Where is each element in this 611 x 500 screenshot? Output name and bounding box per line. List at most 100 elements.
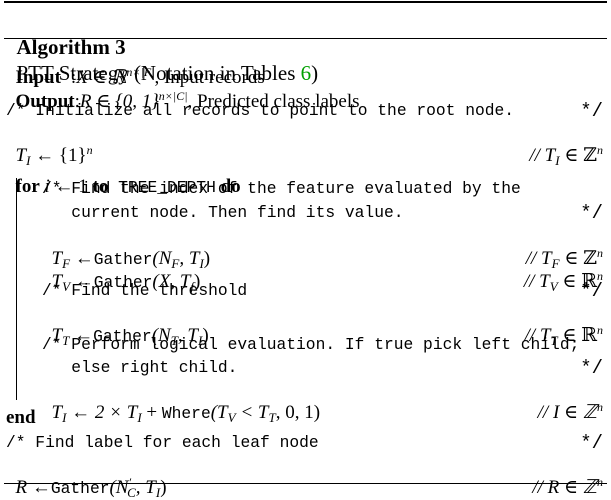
tt-args-rest: , T	[177, 325, 198, 346]
tt-sub: T	[62, 333, 70, 348]
output-sup: n×|C|	[158, 89, 188, 103]
algorithm-name: PTT Strategy (Notation in Tables	[16, 61, 301, 85]
tt-comment: // TT ∈ ℝn	[515, 303, 603, 347]
tt-var: T	[51, 325, 63, 346]
tf-cmt-rest: ∈ ℤ	[559, 248, 597, 269]
tv-cmt-text: // T	[523, 271, 550, 292]
comment-find-label-end: */	[580, 432, 603, 454]
comment-find-index-a: /* Find the index of the feature evaluat…	[42, 179, 521, 198]
bottom-rule	[4, 483, 607, 484]
input-sep: :	[70, 67, 77, 88]
rl-cmt-sup: n	[597, 475, 603, 489]
init-cmt-sup: n	[597, 143, 603, 157]
tf-args-sub: F	[171, 256, 180, 271]
tt-args: (N	[151, 325, 171, 346]
init-cmt-sub: I	[555, 153, 560, 168]
rl-fn: Gather	[50, 479, 110, 498]
top-rule	[4, 1, 607, 3]
init-sup: n	[86, 143, 93, 157]
comment-init-end: */	[580, 100, 603, 122]
comment-logical-a: /* Perform logical evaluation. If true p…	[42, 335, 580, 354]
rl-args-sub: C	[127, 485, 136, 500]
tt-args-sub: T	[170, 333, 178, 348]
ti-args-sub: V	[227, 410, 236, 425]
tt-fn: Gather	[93, 327, 152, 346]
tv-cmt-sub: V	[549, 279, 558, 294]
ti-args-mid: < T	[235, 402, 269, 423]
tt-cmt-sup: n	[597, 323, 603, 337]
output-math: R ∈ {0, 1}	[79, 91, 159, 112]
tv-statement: TV ←Gather(X, Tf)	[42, 249, 201, 294]
input-line: Input:X ∈ ℝn×|F|, Input records	[6, 45, 265, 89]
ti-sub: I	[62, 410, 67, 425]
result-statement: R ←Gather(N′C, TI)	[6, 455, 167, 500]
for-keyword: for	[15, 176, 40, 197]
tt-cmt-text: // T	[524, 325, 551, 346]
tv-fn: Gather	[93, 273, 153, 292]
tv-args-sub: f	[190, 279, 195, 294]
ti-comment: // I ∈ ℤn	[528, 380, 603, 424]
rl-args-sup: ′	[128, 475, 132, 489]
tf-cmt-sup: n	[597, 246, 603, 260]
algorithm-label: Algorithm 3	[16, 35, 126, 59]
ti-fn: Where	[161, 404, 211, 423]
init-cmt-rest: ∈ ℤ	[559, 145, 597, 166]
end-keyword: end	[6, 407, 36, 428]
ti-plus: +	[141, 402, 162, 423]
tv-comment: // TV ∈ ℝn	[514, 249, 603, 293]
tv-close: )	[194, 271, 201, 292]
ti-mid: ← 2 × T	[66, 402, 138, 423]
tt-close: )	[202, 325, 209, 346]
tt-statement: TT ←Gather(NT, TI)	[42, 303, 209, 348]
init-var-sub: I	[26, 153, 31, 168]
comment-find-index-end: */	[580, 202, 603, 224]
algorithm-title: Algorithm 3 PTT Strategy (Notation in Ta…	[6, 8, 319, 86]
loop-bar	[16, 178, 17, 400]
ti-mid-sub: I	[137, 410, 142, 425]
output-sep: :	[74, 91, 80, 112]
tf-sub: F	[62, 256, 71, 271]
for-line: for i ← 1 to TREE_DEPTH do	[6, 154, 241, 199]
tt-args-sub2: I	[198, 333, 203, 348]
tv-var: T	[51, 271, 63, 292]
ti-statement: TI ← 2 × TI + Where(TV < TT, 0, 1)	[42, 380, 321, 425]
tv-cmt-rest: ∈ ℝ	[557, 271, 597, 292]
tf-var: T	[51, 248, 63, 269]
init-comment: // TI ∈ ℤn	[520, 123, 603, 167]
to-keyword: to	[92, 176, 109, 197]
tf-args-rest: , T	[179, 248, 200, 269]
init-statement: TI ← {1}n	[6, 123, 93, 167]
title-rule	[4, 38, 607, 39]
for-var: i	[39, 176, 50, 197]
output-keyword: Output	[15, 91, 75, 112]
tf-close: )	[203, 248, 211, 269]
tv-op: ←	[70, 271, 94, 292]
comment-find-label: /* Find label for each leaf node	[6, 433, 319, 452]
input-math: X ∈ ℝ	[76, 67, 127, 88]
tf-comment: // TF ∈ ℤn	[516, 226, 603, 270]
init-var: T	[15, 145, 27, 166]
table-reference-link[interactable]: 6	[300, 61, 312, 85]
tf-args: (N	[152, 248, 172, 269]
output-line: Output:R ∈ {0, 1}n×|C|, Predicted class …	[6, 69, 360, 113]
tv-cmt-sup: n	[597, 269, 603, 283]
ti-args-sub2: T	[268, 410, 276, 425]
ti-var: T	[51, 402, 63, 423]
ti-cmt-sup: n	[597, 400, 603, 414]
init-cmt-text: // T	[529, 145, 556, 166]
ti-cmt-text: // I ∈ ℤ	[537, 402, 597, 423]
tf-op: ←	[70, 248, 94, 269]
do-keyword: do	[215, 176, 241, 197]
title-close: )	[311, 61, 319, 85]
input-keyword: Input	[15, 67, 61, 88]
tf-statement: TF ←Gather(NF, TI)	[42, 226, 211, 271]
tt-op: ←	[69, 325, 94, 346]
tf-fn: Gather	[93, 250, 153, 269]
output-desc: , Predicted class labels	[187, 91, 360, 112]
comment-threshold: /* Find the threshold	[42, 281, 248, 300]
tf-cmt-sub: F	[551, 256, 560, 271]
input-desc: , Input records	[154, 67, 265, 88]
comment-logical-b: else right child.	[42, 358, 238, 377]
tf-args-sub2: I	[199, 256, 204, 271]
ti-args: (T	[210, 402, 228, 423]
